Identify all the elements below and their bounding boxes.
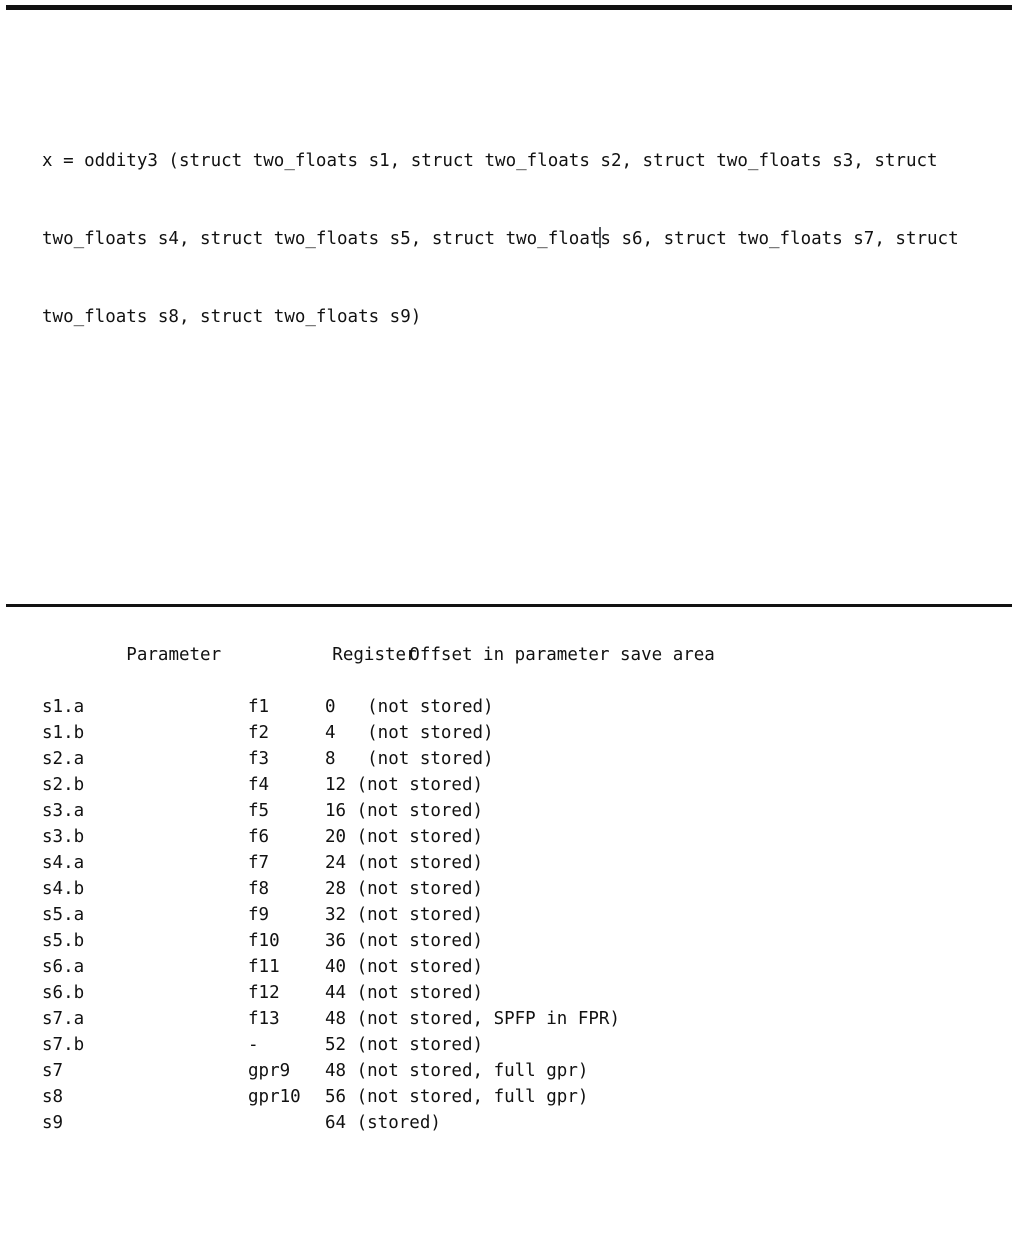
blank-line-spacer (42, 460, 1008, 486)
cell-register: f5 (248, 801, 270, 821)
cell-offset: 20 (not stored) (325, 827, 484, 847)
cell-parameter: s7.b (42, 1035, 85, 1055)
cell-offset: 4 (not stored) (325, 723, 494, 743)
cell-register: - (248, 1035, 259, 1055)
function-signature: x = oddity3 (struct two_floats s1, struc… (42, 96, 972, 382)
cell-register: f7 (248, 853, 270, 873)
cell-parameter: s1.a (42, 697, 85, 717)
header-parameter: Parameter (126, 645, 222, 665)
cell-offset: 24 (not stored) (325, 853, 484, 873)
table-row: s5.b f10 36 (not stored) (42, 928, 1008, 954)
cell-parameter: s5.a (42, 905, 85, 925)
cell-register: gpr10 (248, 1087, 301, 1107)
table-row: s9 64 (stored) (42, 1110, 1008, 1136)
figure-container: x = oddity3 (struct two_floats s1, struc… (6, 5, 1012, 1133)
table-body: s1.a f1 0 (not stored) s1.b f2 4 (not stored)… (42, 694, 1008, 1136)
cell-parameter: s9 (42, 1113, 64, 1133)
table-row: s3.b f6 20 (not stored) (42, 824, 1008, 850)
text-caret (599, 227, 602, 248)
table-row: s4.b f8 28 (not stored) (42, 876, 1008, 902)
cell-offset: 16 (not stored) (325, 801, 484, 821)
cell-register: f8 (248, 879, 270, 899)
cell-parameter: s1.b (42, 723, 85, 743)
cell-register: f12 (248, 983, 280, 1003)
table-row: s7 gpr9 48 (not stored, full gpr) (42, 1058, 1008, 1084)
signature-line-2-after-caret: s s6, struct two_floats s7, struct (600, 229, 959, 249)
cell-parameter: s6.b (42, 983, 85, 1003)
table-row: s2.a f3 8 (not stored) (42, 746, 1008, 772)
header-offset: Offset in parameter save area (409, 645, 715, 665)
register-allocation-table: Parameter RegisterOffset in parameter sav… (42, 564, 1008, 1188)
cell-register: f6 (248, 827, 270, 847)
table-row: s4.a f7 24 (not stored) (42, 850, 1008, 876)
cell-offset: 36 (not stored) (325, 931, 484, 951)
top-rule-divider (6, 5, 1012, 10)
cell-offset: 0 (not stored) (325, 697, 494, 717)
cell-offset: 40 (not stored) (325, 957, 484, 977)
cell-register: f2 (248, 723, 270, 743)
signature-line-3: two_floats s8, struct two_floats s9) (42, 307, 422, 327)
cell-parameter: s3.a (42, 801, 85, 821)
table-row: s8 gpr10 56 (not stored, full gpr) (42, 1084, 1008, 1110)
table-row: s2.b f4 12 (not stored) (42, 772, 1008, 798)
cell-parameter: s4.b (42, 879, 85, 899)
cell-parameter: s7 (42, 1061, 64, 1081)
signature-line-2: two_floats s4, struct two_floats s5, str… (42, 226, 972, 252)
table-row: s6.b f12 44 (not stored) (42, 980, 1008, 1006)
table-row: s6.a f11 40 (not stored) (42, 954, 1008, 980)
cell-parameter: s2.b (42, 775, 85, 795)
cell-register: gpr9 (248, 1061, 291, 1081)
cell-offset: 32 (not stored) (325, 905, 484, 925)
cell-register: f13 (248, 1009, 280, 1029)
table-row: s1.a f1 0 (not stored) (42, 694, 1008, 720)
cell-offset: 48 (not stored, full gpr) (325, 1061, 589, 1081)
cell-register: f11 (248, 957, 280, 977)
table-row: s3.a f5 16 (not stored) (42, 798, 1008, 824)
cell-offset: 52 (not stored) (325, 1035, 484, 1055)
cell-register: f3 (248, 749, 270, 769)
cell-parameter: s5.b (42, 931, 85, 951)
code-listing[interactable]: x = oddity3 (struct two_floats s1, struc… (42, 18, 1008, 1250)
cell-parameter: s6.a (42, 957, 85, 977)
table-row: s1.b f2 4 (not stored) (42, 720, 1008, 746)
signature-line-1: x = oddity3 (struct two_floats s1, struc… (42, 151, 938, 171)
cell-offset: 8 (not stored) (325, 749, 494, 769)
table-row: s7.b - 52 (not stored) (42, 1032, 1008, 1058)
cell-offset: 64 (stored) (325, 1113, 441, 1133)
cell-parameter: s8 (42, 1087, 64, 1107)
cell-parameter: s3.b (42, 827, 85, 847)
bottom-rule-divider (6, 604, 1012, 607)
cell-offset: 28 (not stored) (325, 879, 484, 899)
cell-register: f1 (248, 697, 270, 717)
signature-line-2-before-caret: two_floats s4, struct two_floats s5, str… (42, 229, 601, 249)
cell-register: f9 (248, 905, 270, 925)
cell-register: f4 (248, 775, 270, 795)
table-row: s5.a f9 32 (not stored) (42, 902, 1008, 928)
cell-parameter: s4.a (42, 853, 85, 873)
cell-offset: 56 (not stored, full gpr) (325, 1087, 589, 1107)
table-header-row: Parameter RegisterOffset in parameter sav… (42, 616, 1008, 665)
header-register: Register (332, 645, 417, 665)
cell-offset: 48 (not stored, SPFP in FPR) (325, 1009, 621, 1029)
cell-parameter: s2.a (42, 749, 85, 769)
table-row: s7.a f13 48 (not stored, SPFP in FPR) (42, 1006, 1008, 1032)
cell-offset: 12 (not stored) (325, 775, 484, 795)
cell-parameter: s7.a (42, 1009, 85, 1029)
cell-offset: 44 (not stored) (325, 983, 484, 1003)
cell-register: f10 (248, 931, 280, 951)
